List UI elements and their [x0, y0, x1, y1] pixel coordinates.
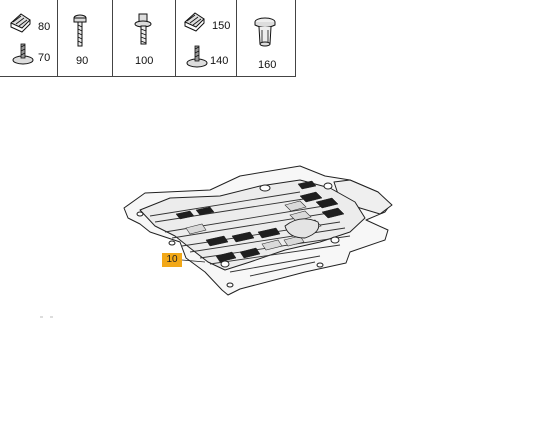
fastener-legend: 80 70 90 100 150: [0, 0, 296, 77]
part-number-90[interactable]: 90: [76, 55, 89, 67]
legend-cell-160: 160: [236, 0, 296, 76]
screw-icon: [73, 14, 87, 47]
part-number-70[interactable]: 70: [38, 52, 51, 64]
part-callout-10[interactable]: 10: [162, 253, 182, 267]
clip-nut-icon: [10, 13, 31, 33]
spreading-nut-icon: [12, 43, 34, 65]
legend-cell-80-70: 80 70: [0, 0, 58, 76]
part-number-100[interactable]: 100: [135, 55, 154, 67]
push-rivet-icon: [254, 17, 276, 47]
spreading-nut-icon: [186, 45, 208, 68]
legend-cell-100: 100: [112, 0, 176, 76]
part-number-140[interactable]: 140: [210, 55, 229, 67]
part-number-160[interactable]: 160: [258, 59, 277, 71]
legend-cell-90: 90: [57, 0, 113, 76]
clip-nut-icon: [184, 12, 205, 32]
legend-cell-150-140: 150 140: [175, 0, 237, 76]
part-number-150[interactable]: 150: [212, 20, 231, 32]
part-number-80[interactable]: 80: [38, 21, 51, 33]
collar-screw-icon: [134, 13, 152, 45]
